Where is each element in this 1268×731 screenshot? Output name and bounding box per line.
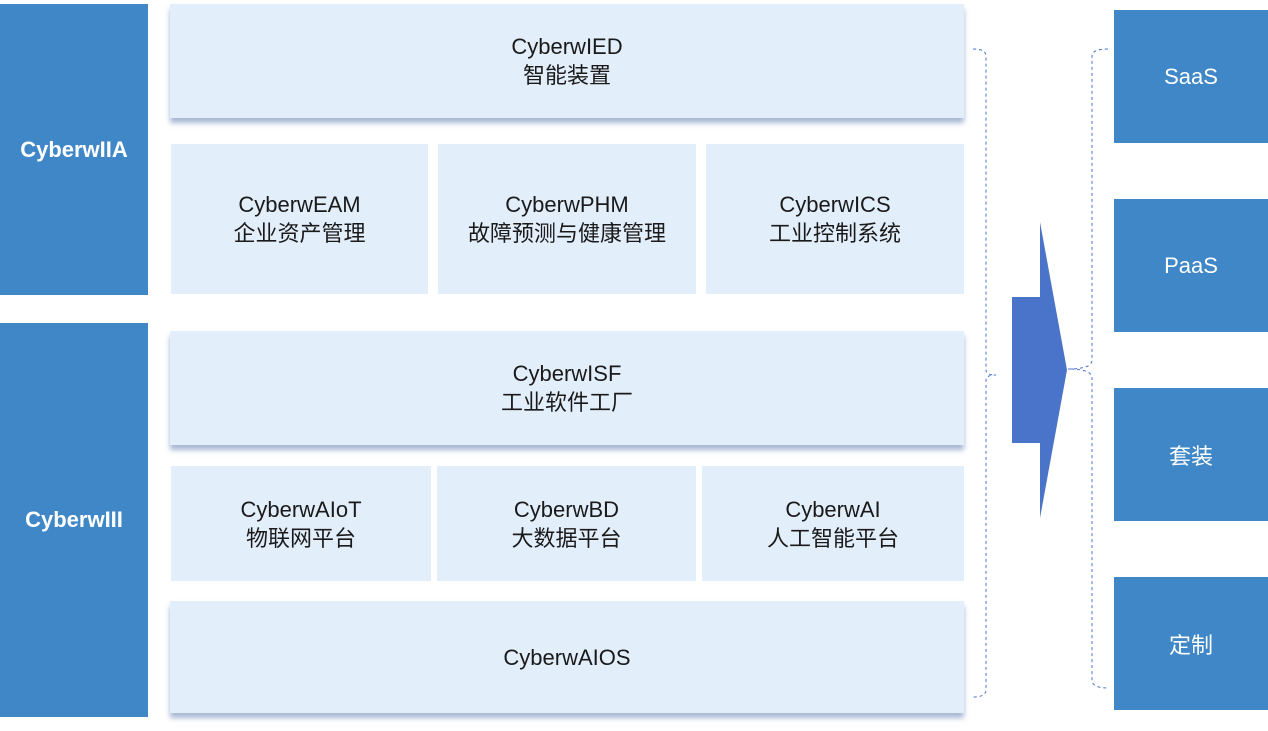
delivery-label: PaaS xyxy=(1164,252,1218,278)
module-cyberwai: CyberwAI 人工智能平台 xyxy=(702,466,964,581)
delivery-custom: 定制 xyxy=(1114,577,1268,710)
module-cyberwphm: CyberwPHM 故障预测与健康管理 xyxy=(438,144,696,294)
module-cyberwaios: CyberwAIOS xyxy=(170,601,964,713)
module-name: CyberwPHM xyxy=(505,192,629,217)
delivery-paas: PaaS xyxy=(1114,199,1268,332)
delivery-saas: SaaS xyxy=(1114,10,1268,143)
delivery-label: 套装 xyxy=(1168,443,1213,469)
module-name: CyberwICS xyxy=(779,192,891,217)
group-cyberwiii: CyberwIII xyxy=(0,323,148,717)
module-name: CyberwIED xyxy=(511,34,623,59)
module-desc: 工业控制系统 xyxy=(768,221,901,246)
module-cyberwics: CyberwICS 工业控制系统 xyxy=(706,144,964,294)
module-desc: 故障预测与健康管理 xyxy=(467,221,666,246)
flow-arrow-icon xyxy=(1012,222,1067,518)
module-name: CyberwAI xyxy=(785,496,881,522)
module-desc: 大数据平台 xyxy=(511,525,622,551)
module-cyberwaiot: CyberwAIoT 物联网平台 xyxy=(171,466,431,581)
module-name: CyberwAIoT xyxy=(240,496,362,522)
module-desc: 物联网平台 xyxy=(245,525,356,551)
right-bracket xyxy=(1067,48,1109,689)
delivery-label: 定制 xyxy=(1168,632,1213,658)
delivery-label: SaaS xyxy=(1164,63,1218,89)
module-desc: 智能装置 xyxy=(522,63,611,88)
module-cyberweam: CyberwEAM 企业资产管理 xyxy=(171,144,428,294)
module-desc: 工业软件工厂 xyxy=(500,390,633,415)
module-cyberwied: CyberwIED 智能装置 xyxy=(170,4,964,118)
module-name: CyberwISF xyxy=(512,361,622,386)
module-name: CyberwBD xyxy=(513,496,620,522)
group-label: CyberwIII xyxy=(25,507,123,532)
module-desc: 企业资产管理 xyxy=(233,221,366,246)
left-bracket xyxy=(972,48,997,698)
module-name: CyberwEAM xyxy=(238,192,361,217)
group-cyberwiia: CyberwIIA xyxy=(0,4,148,295)
module-cyberwisf: CyberwISF 工业软件工厂 xyxy=(170,331,964,445)
module-name: CyberwAIOS xyxy=(503,644,631,670)
delivery-suite: 套装 xyxy=(1114,388,1268,521)
module-cyberwbd: CyberwBD 大数据平台 xyxy=(437,466,696,581)
group-label: CyberwIIA xyxy=(20,136,128,162)
module-desc: 人工智能平台 xyxy=(766,525,899,551)
